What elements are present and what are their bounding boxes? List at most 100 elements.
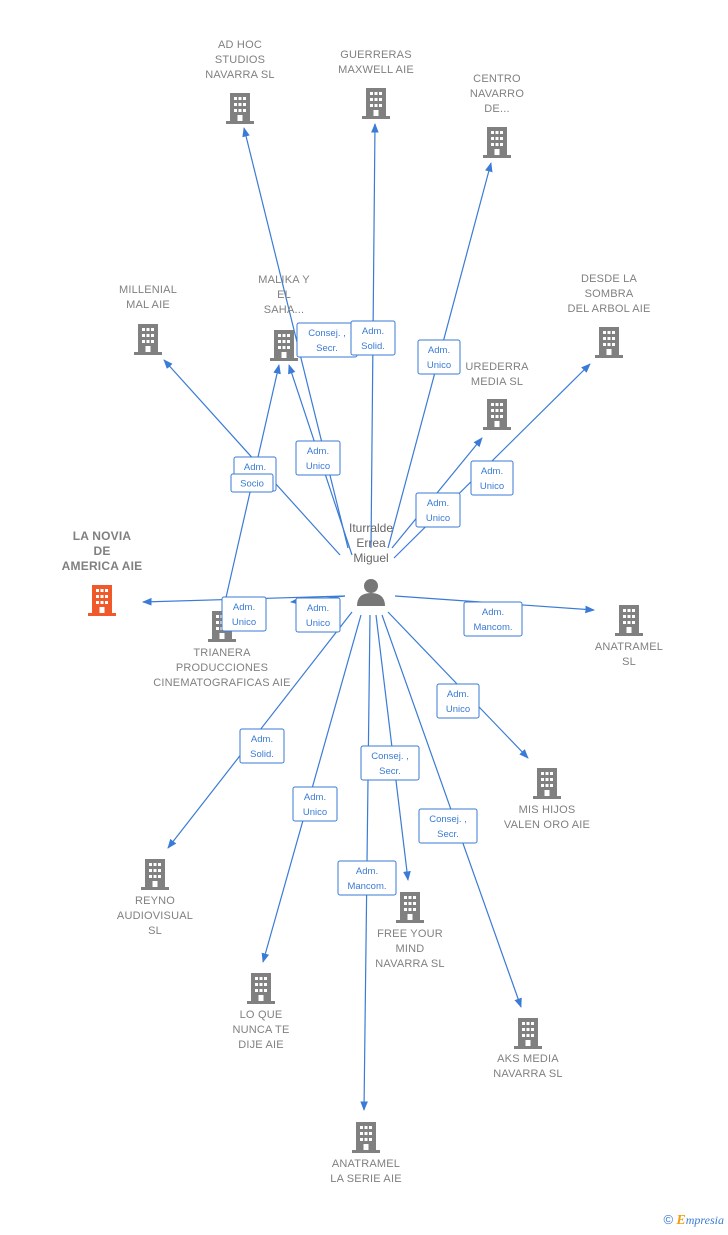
building-icon[interactable] (270, 330, 298, 361)
role-text: Unico (426, 513, 450, 524)
role-label-anatramel[interactable]: Adm.Mancom. (463, 601, 523, 637)
role-text: Adm. (482, 607, 504, 618)
company-name-line: MALIKA Y (258, 274, 310, 286)
role-label-aksmedia[interactable]: Consej. ,Secr. (418, 808, 478, 844)
company-name-line: MIS HIJOS (519, 804, 576, 816)
brand-name: mpresia (685, 1213, 724, 1227)
company-name-line: MAL AIE (126, 299, 170, 311)
role-label-malika[interactable]: Socio (230, 473, 274, 493)
building-icon[interactable] (362, 88, 390, 119)
role-label-anatramelserie[interactable]: Adm.Mancom. (337, 860, 397, 896)
company-name-line: LA NOVIA (73, 529, 132, 543)
company-name-line: SL (148, 925, 162, 937)
company-name-line: REYNO (135, 895, 175, 907)
role-label-adhoc[interactable]: Consej. ,Secr. (296, 322, 358, 358)
company-node-malika[interactable]: MALIKA Y EL SAHA... (258, 274, 310, 361)
empresia-watermark[interactable]: © Empresia (663, 1212, 724, 1229)
role-box (417, 339, 461, 375)
company-name-line: SAHA... (264, 304, 305, 316)
role-label-desde[interactable]: Adm.Unico (470, 460, 514, 496)
role-label-urederra[interactable]: Adm. Unico (415, 492, 461, 528)
edge-to-adhoc (242, 127, 349, 549)
building-icon[interactable] (352, 1122, 380, 1153)
role-text: Consej. , (371, 751, 409, 762)
company-name-line: NAVARRA SL (375, 958, 444, 970)
company-name-line: GUERRERAS (340, 49, 411, 61)
company-name-line: AD HOC (218, 39, 262, 51)
role-box (295, 597, 341, 633)
person-icon[interactable] (357, 579, 385, 606)
role-label-trianera[interactable]: Adm.Unico (295, 597, 341, 633)
company-name-line: TRIANERA (193, 647, 251, 659)
role-label-centro[interactable]: Adm.Unico (417, 339, 461, 375)
role-text: Consej. , (429, 814, 467, 825)
company-name-line: ANATRAMEL (332, 1158, 400, 1170)
role-label-reyno[interactable]: Adm.Solid. (239, 728, 285, 764)
role-text: Adm. (307, 603, 329, 614)
role-box (360, 745, 420, 781)
building-icon[interactable] (247, 973, 275, 1004)
company-node-urederra[interactable]: UREDERRA MEDIA SL (465, 361, 529, 430)
company-name-line: UREDERRA (465, 361, 529, 373)
role-label-mishijos[interactable]: Adm.Unico (436, 683, 480, 719)
role-label-loque[interactable]: Adm.Unico (292, 786, 338, 822)
role-text: Secr. (379, 766, 401, 777)
role-label-guerreras[interactable]: Adm. Solid. (350, 320, 396, 356)
company-name-line: DEL ARBOL AIE (567, 303, 650, 315)
company-node-centro[interactable]: CENTRONAVARRODE... (470, 73, 524, 158)
company-name-line: NAVARRO (470, 88, 524, 100)
building-icon[interactable] (483, 399, 511, 430)
building-icon[interactable] (134, 324, 162, 355)
building-icon[interactable] (533, 768, 561, 799)
role-text: Adm. (356, 866, 378, 877)
brand-initial: E (676, 1213, 686, 1228)
role-label-freeyour[interactable]: Consej. , Secr. (360, 745, 420, 781)
role-text: Adm. (362, 326, 384, 337)
role-text: Adm. (244, 462, 266, 473)
role-text: Solid. (361, 341, 385, 352)
company-name-line: EL (277, 289, 291, 301)
company-name-line: MEDIA SL (471, 376, 523, 388)
role-text: Consej. , (308, 328, 346, 339)
building-icon[interactable] (514, 1018, 542, 1049)
role-text: Adm. (233, 602, 255, 613)
role-text: Unico (303, 807, 327, 818)
role-text: Unico (480, 481, 504, 492)
building-icon[interactable] (615, 605, 643, 636)
building-icon[interactable] (595, 327, 623, 358)
role-box (350, 320, 396, 356)
role-box (415, 492, 461, 528)
role-label-malika[interactable]: Adm.Unico (295, 440, 341, 476)
building-icon[interactable] (226, 93, 254, 124)
role-label-lanovia[interactable]: Adm.Unico (221, 596, 267, 632)
role-text: Adm. (427, 498, 449, 509)
role-box (295, 440, 341, 476)
company-name-line: CINEMATOGRAFICAS AIE (153, 677, 290, 689)
company-name-line: FREE YOUR (377, 928, 443, 940)
building-icon[interactable] (88, 585, 116, 616)
role-text: Socio (240, 479, 264, 490)
building-icon[interactable] (396, 892, 424, 923)
role-text: Solid. (250, 749, 274, 760)
building-icon[interactable] (141, 859, 169, 890)
building-icon[interactable] (483, 127, 511, 158)
role-box (337, 860, 397, 896)
role-box (470, 460, 514, 496)
role-box (230, 473, 274, 493)
